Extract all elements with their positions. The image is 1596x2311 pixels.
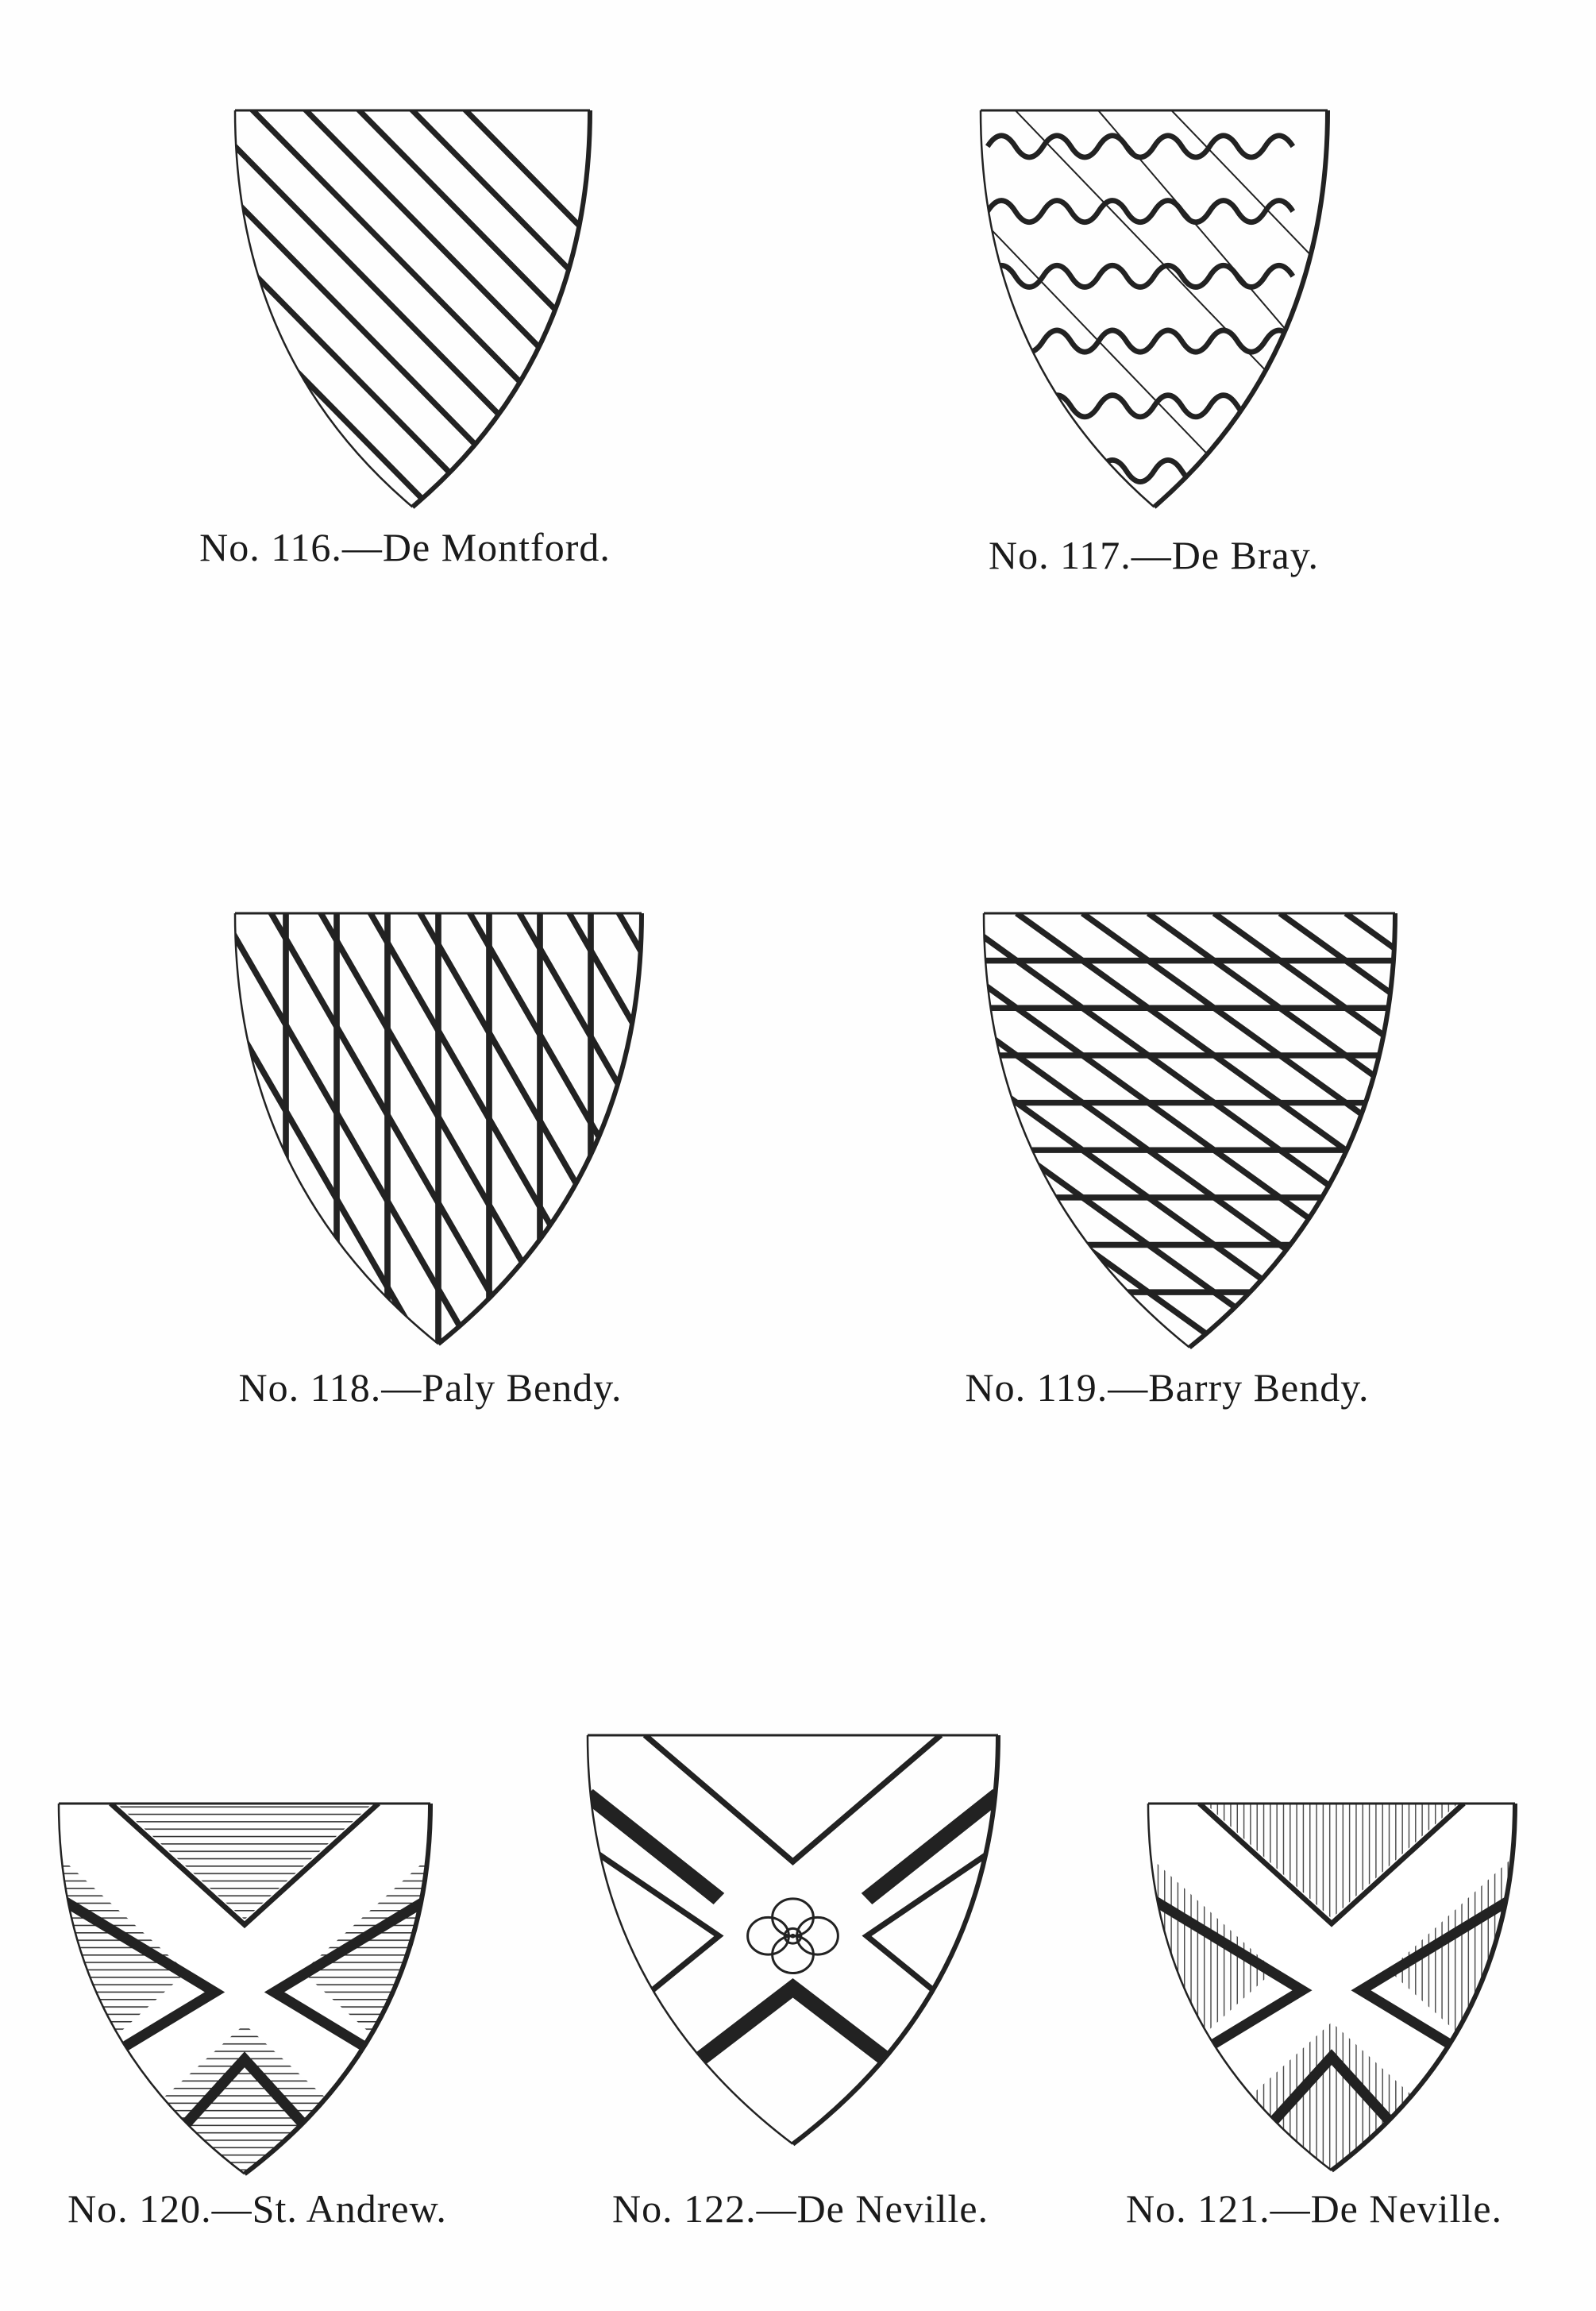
shield-119-barry-bendy xyxy=(490,913,1596,1387)
caption-117: No. 117.—De Bray. xyxy=(989,533,1319,577)
shield-117-bends xyxy=(912,75,1397,507)
shield-118-paly-bendy xyxy=(195,91,703,2092)
caption-118: No. 118.—Paly Bendy. xyxy=(238,1365,623,1410)
caption-120: No. 120.—St. Andrew. xyxy=(67,2186,447,2231)
shield-120-saltire xyxy=(40,1787,449,2174)
caption-116: No. 116.—De Montford. xyxy=(199,525,611,569)
caption-121: No. 121.—De Neville. xyxy=(1125,2186,1503,2231)
caption-119: No. 119.—Barry Bendy. xyxy=(965,1365,1370,1410)
shield-116-bendy xyxy=(0,38,892,543)
rose-icon xyxy=(748,1899,838,1973)
shield-122-saltire-rose xyxy=(588,1735,998,2144)
shield-121-saltire xyxy=(1130,1787,1533,2170)
caption-122: No. 122.—De Neville. xyxy=(611,2186,989,2231)
